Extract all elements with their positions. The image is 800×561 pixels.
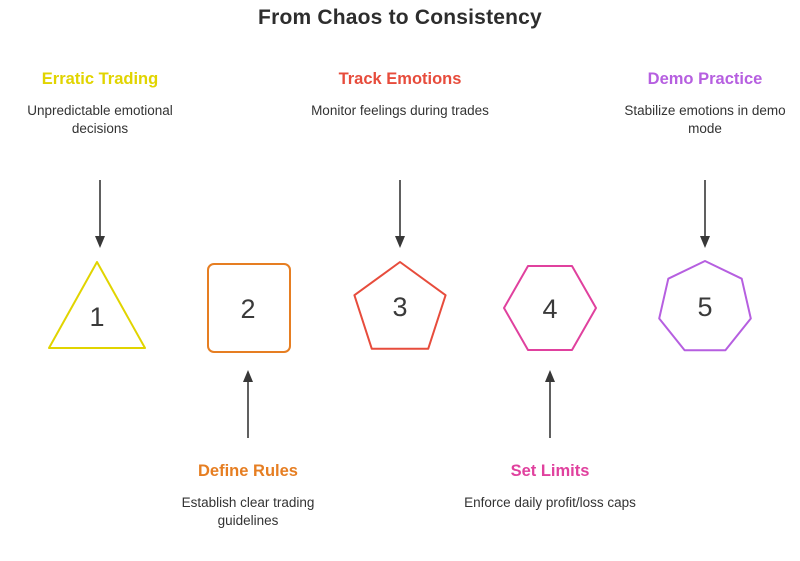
- step-4-label: Set Limits: [510, 462, 590, 480]
- diagram-title: From Chaos to Consistency: [258, 6, 542, 29]
- step-5-label-block: Demo Practice Stabilize emotions in demo…: [610, 70, 800, 138]
- step-4-shape: 4: [498, 258, 602, 358]
- step-4-label-block: Set Limits Enforce daily profit/loss cap…: [455, 462, 645, 512]
- down-arrow-icon: [95, 180, 105, 248]
- step-2-number: 2: [240, 294, 256, 324]
- step-1-label-block: Erratic Trading Unpredictable emotional …: [5, 70, 195, 138]
- step-2-shape: 2: [196, 258, 300, 358]
- heptagon-icon: [658, 260, 752, 352]
- hexagon-icon: [503, 265, 597, 351]
- step-1-number: 1: [89, 302, 105, 332]
- step-2-description: Establish clear trading guidelines: [181, 495, 315, 529]
- step-1-description: Unpredictable emotional decisions: [27, 103, 173, 137]
- step-2-label-block: Define Rules Establish clear trading gui…: [153, 462, 343, 530]
- up-arrow-icon: [243, 370, 253, 438]
- pentagon-icon: [353, 261, 447, 350]
- step-1-shape: 1: [45, 256, 149, 356]
- step-3-label-block: Track Emotions Monitor feelings during t…: [305, 70, 495, 120]
- step-5-number: 5: [697, 292, 713, 322]
- down-arrow-icon: [395, 180, 405, 248]
- step-1-label: Erratic Trading: [41, 70, 159, 88]
- down-arrow-icon: [700, 180, 710, 248]
- up-arrow-icon: [545, 370, 555, 438]
- step-3-label: Track Emotions: [338, 70, 462, 88]
- step-4-description: Enforce daily profit/loss caps: [464, 495, 636, 510]
- step-4-number: 4: [542, 294, 558, 324]
- step-2-label: Define Rules: [198, 462, 298, 480]
- step-5-description: Stabilize emotions in demo mode: [624, 103, 786, 137]
- triangle-icon: [48, 261, 146, 349]
- step-5-label: Demo Practice: [647, 70, 763, 88]
- step-3-shape: 3: [348, 256, 452, 356]
- step-3-number: 3: [392, 292, 408, 322]
- square-icon: [207, 263, 291, 353]
- step-5-shape: 5: [653, 256, 757, 356]
- step-3-description: Monitor feelings during trades: [311, 103, 489, 118]
